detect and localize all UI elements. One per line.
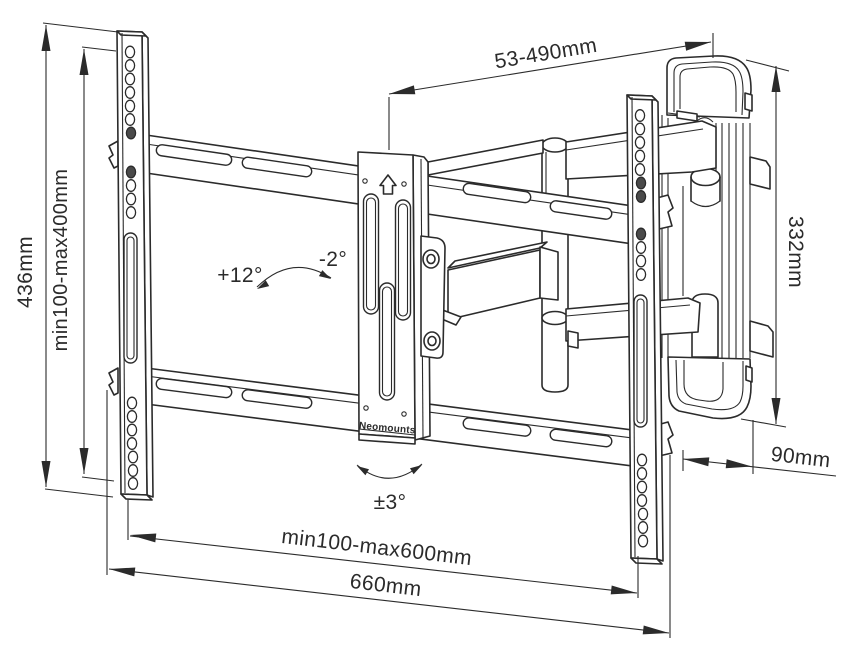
label-min100-max400mm: min100-max400mm	[50, 169, 72, 352]
dimension-vesa-vertical: min100-max400mm	[50, 46, 117, 482]
label-436mm: 436mm	[14, 236, 37, 308]
plate-hole-dot	[362, 178, 368, 184]
swivel-annotation: ±3°	[356, 463, 423, 514]
right-bracket-slot	[633, 294, 648, 428]
dimension-wall-bracket-height: 332mm	[740, 59, 807, 428]
tilt-annotation: +12° -2°	[217, 248, 347, 289]
right-bracket-holes	[634, 109, 649, 548]
right-tv-bracket	[626, 94, 674, 565]
label-332mm: 332mm	[784, 216, 807, 288]
dimension-height-total: 436mm	[14, 22, 119, 498]
plate-slot-right	[394, 199, 412, 321]
label-tilt-down: -2°	[319, 248, 347, 271]
dimension-width-total: 660mm	[106, 390, 671, 638]
up-arrow-icon	[379, 174, 397, 195]
middle-arm	[436, 241, 559, 326]
adapter-bolt-bottom	[423, 331, 441, 351]
left-tv-bracket	[108, 30, 154, 501]
vesa-plate: Neomounts	[357, 151, 446, 445]
plate-hole-dot	[401, 181, 407, 187]
label-swivel: ±3°	[374, 491, 407, 514]
brand-label: Neomounts	[358, 421, 416, 437]
left-bracket-holes	[124, 45, 139, 490]
plate-slot-left	[362, 193, 380, 315]
left-bracket-tab-lower	[108, 367, 119, 396]
plate-hole-dot	[363, 405, 369, 411]
plate-slot-center	[378, 282, 396, 401]
wall-tab-upper	[749, 156, 771, 190]
plate-hole-dot	[401, 411, 407, 417]
label-tilt-up: +12°	[217, 264, 263, 287]
wall-plate-bottom-cover	[667, 356, 753, 420]
top-hinge	[690, 167, 721, 208]
left-bracket-slot	[123, 232, 138, 364]
wall-plate-top-cover	[666, 55, 753, 122]
adapter-bolt-top	[422, 249, 440, 269]
